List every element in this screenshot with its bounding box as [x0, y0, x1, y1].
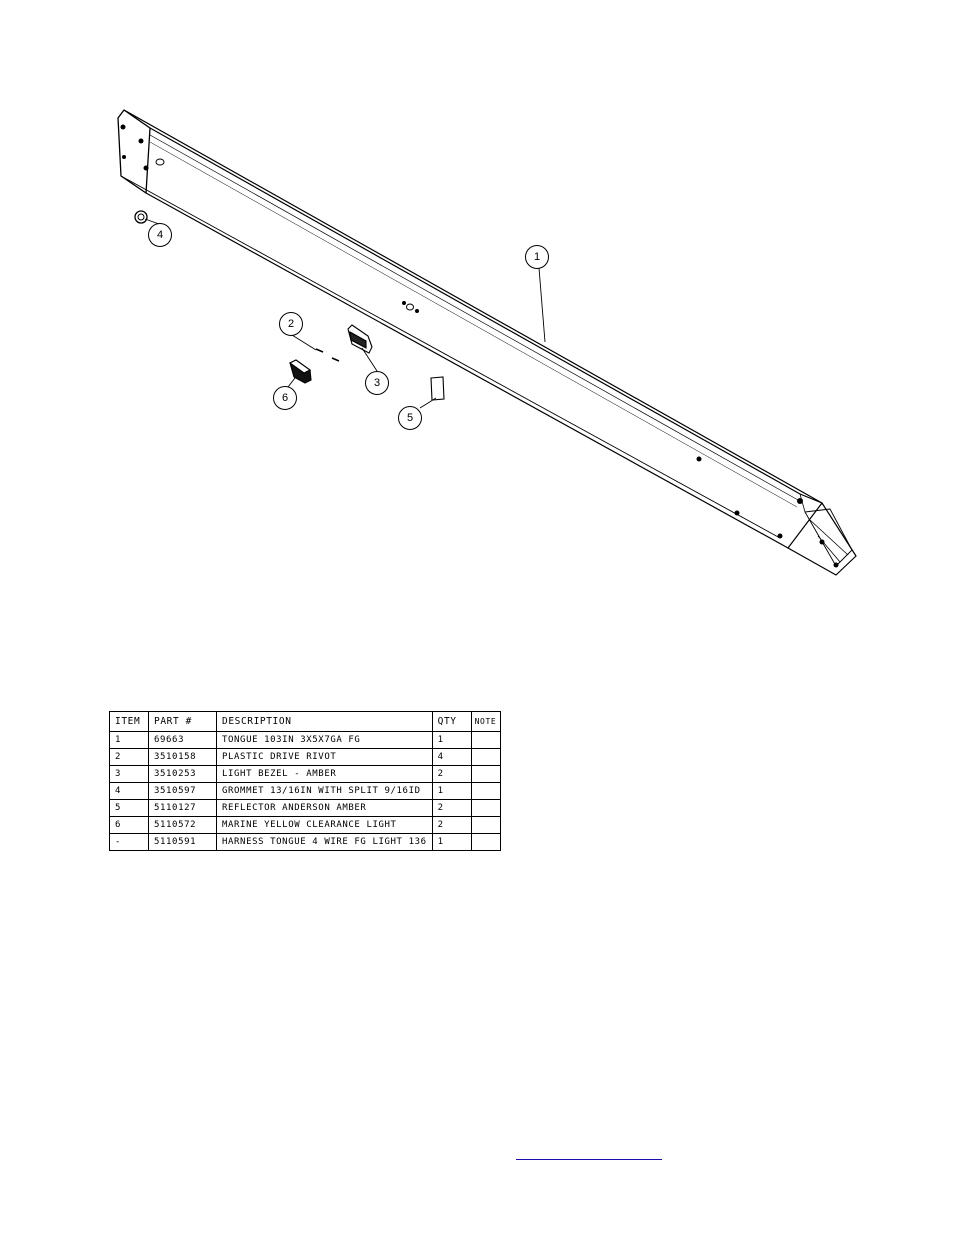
cell-description: LIGHT BEZEL - AMBER [216, 765, 433, 783]
cell-part: 5110591 [148, 833, 217, 851]
table-row: 1 69663 TONGUE 103IN 3X5X7GA FG 1 [109, 731, 501, 749]
cell-item: - [109, 833, 149, 851]
bill-of-materials-table: ITEM PART # DESCRIPTION QTY NOTE 1 69663… [109, 711, 501, 851]
balloon-6-label: 6 [282, 392, 288, 404]
balloon-4-label: 4 [157, 229, 163, 241]
table-row: 6 5110572 MARINE YELLOW CLEARANCE LIGHT … [109, 816, 501, 834]
cell-note [470, 765, 501, 783]
cell-note [470, 799, 501, 817]
balloon-4: 4 [148, 223, 172, 247]
cell-qty: 4 [431, 748, 472, 766]
cell-part: 3510253 [148, 765, 217, 783]
cell-item: 3 [109, 765, 149, 783]
balloon-3: 3 [365, 371, 389, 395]
grommet-part [134, 210, 148, 224]
cell-qty: 2 [431, 816, 472, 834]
header-description: DESCRIPTION [216, 711, 433, 732]
tongue-tube [117, 109, 857, 576]
footer-link[interactable] [516, 1145, 662, 1160]
balloon-5-label: 5 [407, 412, 413, 424]
rivet-parts [315, 348, 340, 362]
balloon-5: 5 [398, 406, 422, 430]
cell-description: REFLECTOR ANDERSON AMBER [216, 799, 433, 817]
clearance-light-part [288, 359, 312, 384]
cell-note [470, 816, 501, 834]
cell-note [470, 833, 501, 851]
cell-item: 4 [109, 782, 149, 800]
cell-qty: 1 [431, 731, 472, 749]
cell-qty: 2 [431, 765, 472, 783]
cell-description: TONGUE 103IN 3X5X7GA FG [216, 731, 433, 749]
cell-description: GROMMET 13/16IN WITH SPLIT 9/16ID [216, 782, 433, 800]
table-row: 4 3510597 GROMMET 13/16IN WITH SPLIT 9/1… [109, 782, 501, 800]
cell-description: HARNESS TONGUE 4 WIRE FG LIGHT 136 [216, 833, 433, 851]
cell-part: 3510158 [148, 748, 217, 766]
cell-description: MARINE YELLOW CLEARANCE LIGHT [216, 816, 433, 834]
table-row: 3 3510253 LIGHT BEZEL - AMBER 2 [109, 765, 501, 783]
balloon-1: 1 [525, 245, 549, 269]
tube-holes [120, 124, 839, 568]
cell-description: PLASTIC DRIVE RIVOT [216, 748, 433, 766]
balloon-2-label: 2 [288, 318, 294, 330]
balloon-3-label: 3 [374, 377, 380, 389]
cell-note [470, 748, 501, 766]
leader-lines [144, 218, 546, 409]
bom-header-row: ITEM PART # DESCRIPTION QTY NOTE [109, 711, 501, 732]
header-qty: QTY [431, 711, 472, 732]
header-note: NOTE [470, 711, 501, 732]
cell-qty: 1 [431, 833, 472, 851]
cell-item: 6 [109, 816, 149, 834]
cell-item: 1 [109, 731, 149, 749]
cell-qty: 2 [431, 799, 472, 817]
cell-note [470, 782, 501, 800]
table-row: 5 5110127 REFLECTOR ANDERSON AMBER 2 [109, 799, 501, 817]
reflector-part [430, 376, 445, 401]
balloon-2: 2 [279, 312, 303, 336]
header-item: ITEM [109, 711, 149, 732]
exploded-assembly-drawing: 1 2 3 4 5 6 [117, 109, 857, 576]
balloon-1-label: 1 [534, 251, 540, 263]
cell-part: 5110572 [148, 816, 217, 834]
cell-note [470, 731, 501, 749]
cell-part: 3510597 [148, 782, 217, 800]
balloon-6: 6 [273, 386, 297, 410]
table-row: 2 3510158 PLASTIC DRIVE RIVOT 4 [109, 748, 501, 766]
cell-part: 69663 [148, 731, 217, 749]
cell-qty: 1 [431, 782, 472, 800]
table-row: - 5110591 HARNESS TONGUE 4 WIRE FG LIGHT… [109, 833, 501, 851]
header-part: PART # [148, 711, 217, 732]
cell-item: 2 [109, 748, 149, 766]
light-bezel-part [347, 324, 373, 354]
cell-part: 5110127 [148, 799, 217, 817]
cell-item: 5 [109, 799, 149, 817]
